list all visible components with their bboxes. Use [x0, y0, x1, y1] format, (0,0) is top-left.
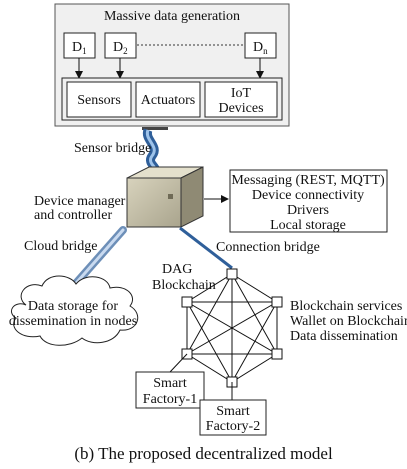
actuators-label: Actuators	[141, 93, 195, 108]
smart-factory-1: Smart Factory-1	[135, 371, 205, 409]
dag-label-line1: DAG	[162, 262, 192, 277]
device-manager-cube	[126, 166, 204, 228]
dissemination-label: Data dissemination	[290, 329, 398, 344]
service-connectivity: Device connectivity	[252, 188, 364, 203]
dag-label-line2: Blockchain	[152, 278, 216, 293]
service-drivers: Drivers	[287, 203, 329, 218]
blockchain-network	[181, 268, 283, 388]
sensors-box	[66, 81, 132, 118]
svg-text:Factory-1: Factory-1	[143, 392, 197, 407]
cloud-bridge-label: Cloud bridge	[24, 239, 98, 254]
cloud-label-line1: Data storage for	[28, 299, 119, 314]
node-bottom-right	[271, 348, 283, 360]
svg-text:Factory-2: Factory-2	[206, 419, 260, 434]
service-messaging: Messaging (REST, MQTT)	[231, 173, 385, 188]
figure-caption: (b) The proposed decentralized model	[74, 444, 333, 463]
factory1-link	[169, 353, 188, 373]
wallet-label: Wallet on Blockchain	[290, 314, 407, 329]
cloud-label-line2: dissemination in nodes	[9, 314, 137, 329]
device-dn: Dn	[244, 32, 277, 59]
svg-text:D1: D1	[72, 40, 87, 56]
data-generation-panel: Massive data generation D1 D2 Dn Sensors…	[54, 3, 290, 127]
iot-label-line1: IoT	[231, 86, 252, 101]
svg-text:Dn: Dn	[253, 40, 268, 56]
svg-text:D2: D2	[113, 40, 128, 56]
node-top-right	[271, 296, 283, 308]
node-top-left	[181, 296, 193, 308]
connection-bridge-line	[179, 226, 233, 270]
sensors-label: Sensors	[77, 93, 121, 108]
connection-bridge-label: Connection bridge	[216, 240, 320, 255]
cloud-bridge-pipe	[66, 226, 127, 294]
actuators-box	[135, 81, 201, 118]
cloud-shape	[11, 275, 139, 346]
device-d1: D1	[63, 32, 96, 59]
node-top	[226, 268, 238, 280]
generation-title: Massive data generation	[104, 9, 240, 24]
manager-label-line2: and controller	[34, 208, 112, 223]
service-storage: Local storage	[270, 218, 346, 233]
sensor-bridge-label: Sensor bridge	[74, 141, 151, 156]
smart-factory-2: Smart Factory-2	[199, 399, 267, 436]
blockchain-services-label: Blockchain services	[290, 299, 402, 314]
services-box: Messaging (REST, MQTT) Device connectivi…	[229, 169, 388, 233]
manager-label-line1: Device manager	[34, 194, 126, 209]
svg-text:Smart: Smart	[153, 376, 187, 391]
iot-label-line2: Devices	[218, 101, 263, 116]
device-d2: D2	[104, 32, 137, 59]
svg-text:Smart: Smart	[216, 404, 250, 419]
iot-devices-box	[204, 81, 278, 118]
